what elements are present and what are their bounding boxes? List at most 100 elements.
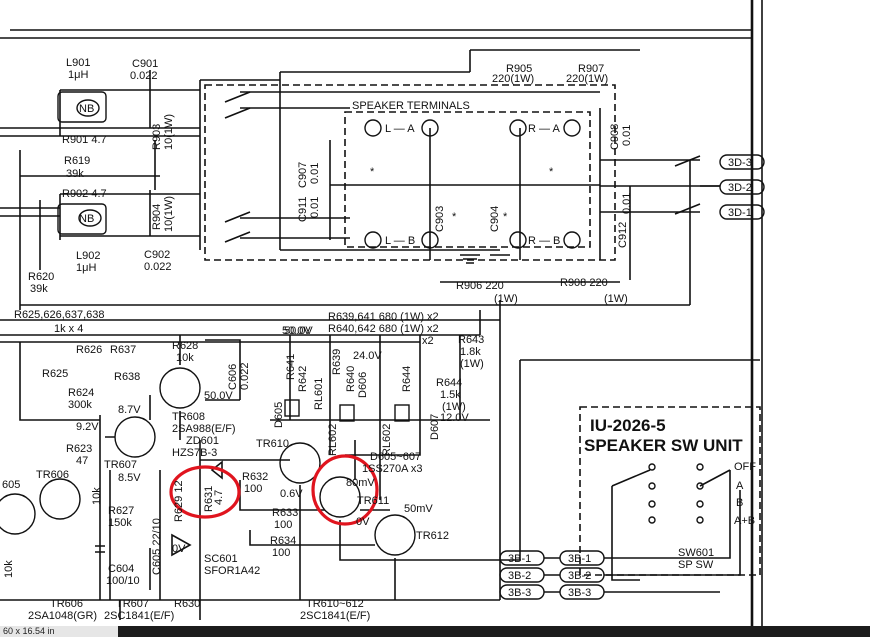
label-r904: R904 (151, 204, 163, 230)
label-d605-607: D605~607 (370, 451, 421, 463)
switch-pos-ab: A+B (734, 515, 755, 527)
output-network (39, 49, 640, 270)
label-r644-value: 1.5k (440, 389, 461, 401)
label-605: 605 (2, 479, 20, 491)
label-r902: R902 4.7 (62, 188, 107, 200)
label-24v: 24.0V (353, 350, 382, 362)
label-r906: R906 220 (456, 280, 504, 292)
label-r633-value: 100 (274, 519, 292, 531)
page-size-readout: 60 x 16.54 in (0, 626, 118, 637)
label-c908-value: 0.01 (621, 125, 633, 146)
label-c606-value: 0.022 (239, 362, 251, 390)
tag-3d-3: 3D-3 (728, 157, 752, 169)
label-rl601: RL601 (313, 378, 325, 410)
label-terminal-rb: R — B (528, 235, 560, 247)
label-c903: C903 (434, 206, 446, 232)
label-50v-c: 50.0V (284, 325, 313, 337)
label-r631-value: 4.7 (213, 490, 225, 505)
terminal-tags (499, 154, 765, 600)
driver-transistors (0, 335, 500, 620)
label-r903-value: 10(1W) (163, 114, 175, 150)
speaker-switch-unit (579, 406, 761, 581)
label-r644-watt: (1W) (442, 401, 466, 413)
label-tr606-part: 2SA1048(GR) (28, 610, 97, 622)
label-r639-641: R639,641 680 (1W) x2 (328, 311, 439, 323)
label-r634-value: 100 (272, 547, 290, 559)
label-asterisk-1: * (452, 211, 457, 223)
label-12v: 12.0V (440, 412, 469, 424)
label-r639: R639 (331, 349, 343, 375)
label-r643-watt: (1W) (460, 358, 484, 370)
label-rl602-b: RL602 (381, 424, 393, 456)
wiring (0, 0, 763, 626)
label-r903: R903 (151, 124, 163, 150)
label-sw601-part: SP SW (678, 559, 714, 571)
label-c904: C904 (489, 206, 501, 232)
label-r619: R619 (64, 155, 90, 167)
label-r627-value: 150k (108, 517, 132, 529)
label-r907-value: 220(1W) (566, 73, 608, 85)
label-sc601: SC601 (204, 553, 238, 565)
label-r638: R638 (114, 371, 140, 383)
label-sc601-part: SFOR1A42 (204, 565, 260, 577)
label-0-6v: 0.6V (280, 488, 303, 500)
label-tr608-part: 2SA988(E/F) (172, 423, 236, 435)
label-tr611: TR611 (357, 495, 389, 507)
label-l902-value: 1μH (76, 262, 96, 274)
label-tr606-bottom: TR606 (50, 598, 83, 610)
label-r643: R643 (458, 334, 484, 346)
label-r908-watt: (1W) (604, 293, 628, 305)
label-rl602-a: RL602 (327, 424, 339, 456)
label-terminal-ra: R — A (528, 123, 560, 135)
label-8-5v: 8.5V (118, 472, 141, 484)
label-c907-value: 0.01 (309, 163, 321, 184)
label-r620-value: 39k (30, 283, 48, 295)
label-r628: R628 (172, 340, 198, 352)
label-l901: L901 (66, 57, 90, 69)
label-r624-value: 300k (68, 399, 92, 411)
label-tr607-bottom: TR607 (116, 598, 149, 610)
label-r627: R627 (108, 505, 134, 517)
label-c901-value: 0.022 (130, 70, 158, 82)
label-c912-value: 0.01 (621, 193, 633, 214)
tag-3d-2: 3D-2 (728, 182, 752, 194)
label-r620: R620 (28, 271, 54, 283)
label-r623: R623 (66, 443, 92, 455)
label-1k-x4: 1k x 4 (54, 323, 83, 335)
speaker-terminal-box (204, 84, 720, 283)
label-d606: D606 (357, 372, 369, 398)
label-tr608: TR608 (172, 411, 205, 423)
label-r633: R633 (272, 507, 298, 519)
label-r630: R630 (174, 598, 200, 610)
label-r640: R640 (345, 366, 357, 392)
label-r643-value: 1.8k (460, 346, 481, 358)
label-r626: R626 (76, 344, 102, 356)
label-speaker-terminals: SPEAKER TERMINALS (352, 100, 470, 112)
label-tr607-part: 2SC1841(E/F) (104, 610, 174, 622)
label-asterisk-3: * (370, 166, 375, 178)
label-c902: C902 (144, 249, 170, 261)
label-r624: R624 (68, 387, 94, 399)
label-r631: R631 (203, 486, 215, 512)
label-r644: R644 (436, 377, 462, 389)
tag-3b-2-left: 3B-2 (508, 570, 531, 582)
label-c912: C912 (617, 222, 629, 248)
label-r619-value: 39k (66, 168, 84, 180)
label-terminal-la: L — A (385, 123, 415, 135)
label-r907: R907 (578, 63, 604, 75)
label-r628-value: 10k (176, 352, 194, 364)
label-r625: R625 (42, 368, 68, 380)
label-50mv: 50mV (404, 503, 433, 515)
label-r901: R901 4.7 (62, 134, 107, 146)
label-1ss270a: 1SS270A x3 (362, 463, 423, 475)
page-size-bar: 60 x 16.54 in (0, 626, 870, 637)
switch-pos-off: OFF (734, 461, 756, 473)
label-c604: C604 (108, 563, 134, 575)
label-c902-value: 0.022 (144, 261, 172, 273)
label-nb-bottom: NB (79, 213, 94, 225)
label-r644-rot: R644 (401, 366, 413, 392)
schematic-labels: L901 1μH C901 0.022 NB NB R903 10(1W) R9… (2, 57, 756, 622)
unit-name: SPEAKER SW UNIT (584, 436, 743, 455)
label-50v-a: 50.0V (204, 390, 233, 402)
label-c605: C605 22/10 (151, 518, 163, 575)
